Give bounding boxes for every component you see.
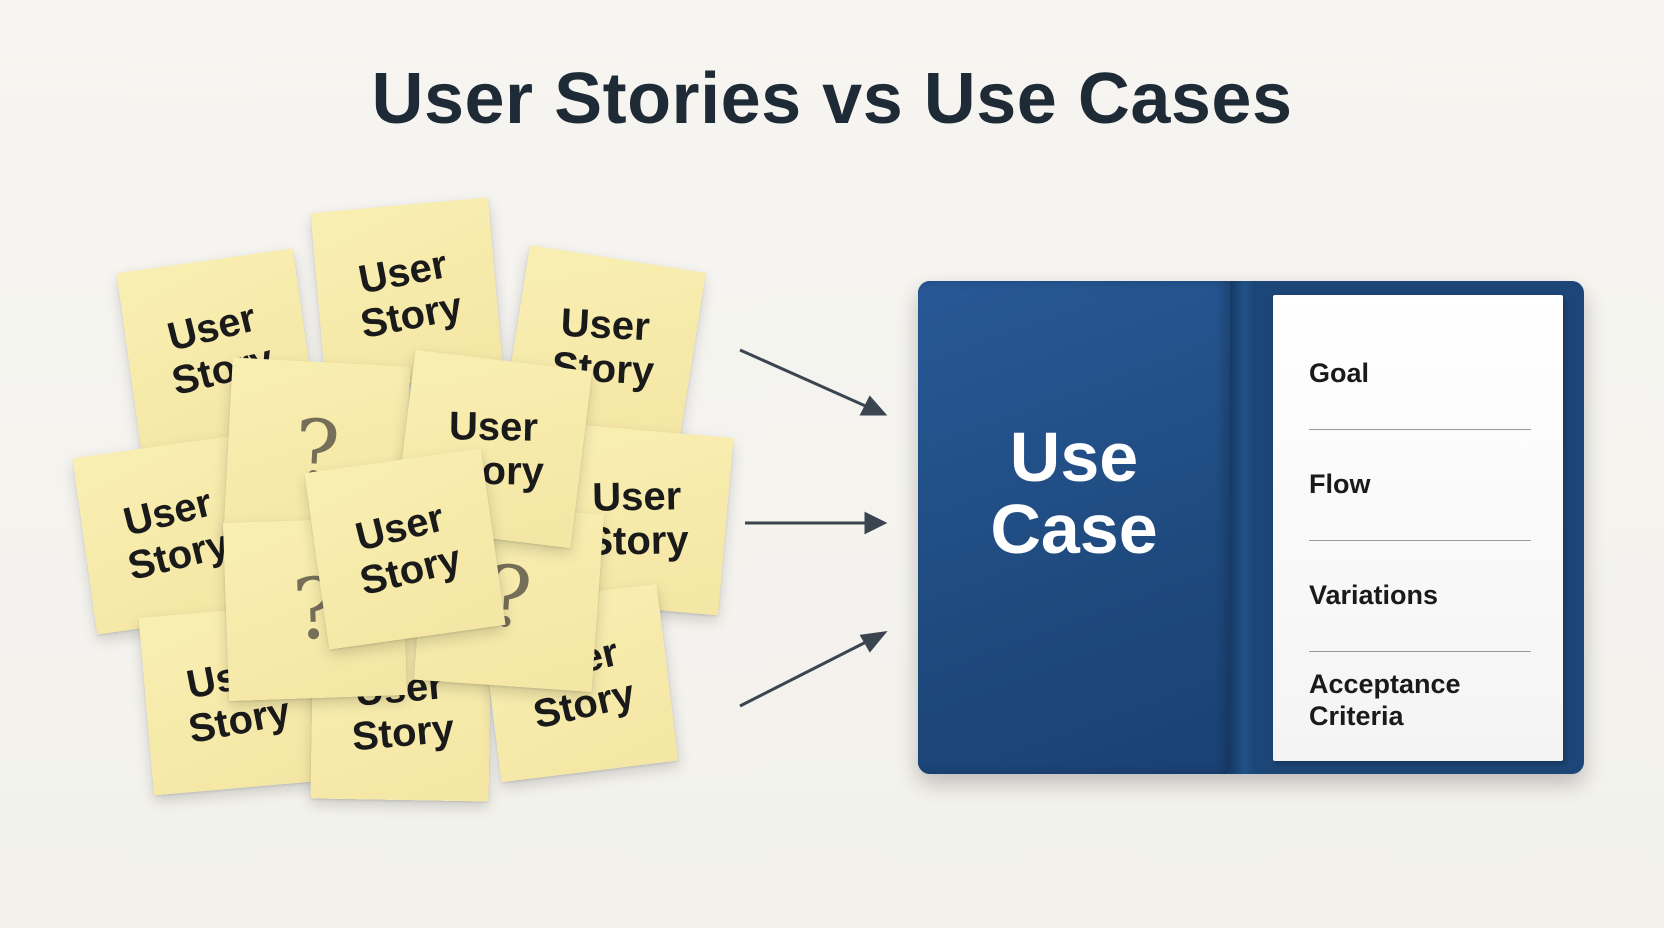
arrow-bottom-icon bbox=[739, 630, 888, 708]
arrow-top-icon bbox=[739, 348, 888, 416]
section-acceptance-criteria: Acceptance Criteria bbox=[1309, 669, 1461, 731]
section-flow: Flow bbox=[1309, 469, 1371, 499]
diagram-title: User Stories vs Use Cases bbox=[371, 59, 1293, 139]
arrow-middle-icon bbox=[745, 511, 888, 535]
section-divider bbox=[1309, 651, 1531, 652]
folder-cover-title: Use Case bbox=[990, 418, 1158, 568]
section-goal: Goal bbox=[1309, 358, 1370, 388]
folder-spine bbox=[1230, 281, 1254, 774]
folder-cover: Use Case bbox=[918, 281, 1230, 774]
section-variations: Variations bbox=[1309, 580, 1439, 610]
use-case-folder: Use Case Goal Flow Variations Acceptance… bbox=[918, 281, 1584, 774]
section-divider bbox=[1309, 540, 1531, 541]
section-divider bbox=[1309, 429, 1531, 430]
use-case-sheet: Goal Flow Variations Acceptance Criteria bbox=[1273, 295, 1563, 761]
